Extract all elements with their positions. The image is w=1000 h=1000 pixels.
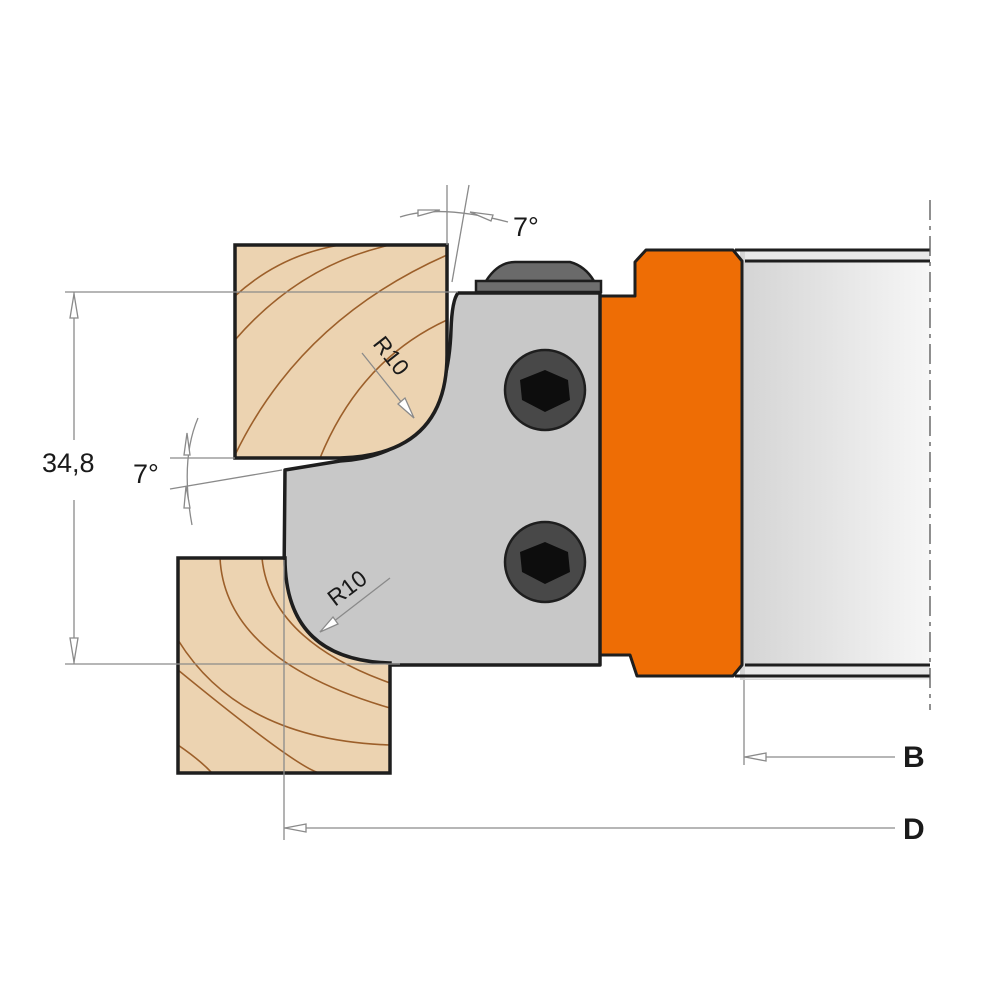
- bore-label: B: [903, 741, 925, 774]
- cutter-hub: [735, 248, 930, 680]
- side-angle-label: 7°: [133, 459, 159, 489]
- top-angle-label: 7°: [513, 212, 539, 242]
- wood-block-upper: [233, 243, 449, 460]
- dimension-lines: [65, 184, 931, 840]
- wedge-screw: [474, 260, 603, 294]
- hex-screw: [503, 348, 587, 432]
- height-dimension-label: 34,8: [42, 448, 95, 478]
- cutter-body: [598, 248, 744, 678]
- diameter-label: D: [903, 813, 925, 846]
- hex-screw: [503, 520, 587, 604]
